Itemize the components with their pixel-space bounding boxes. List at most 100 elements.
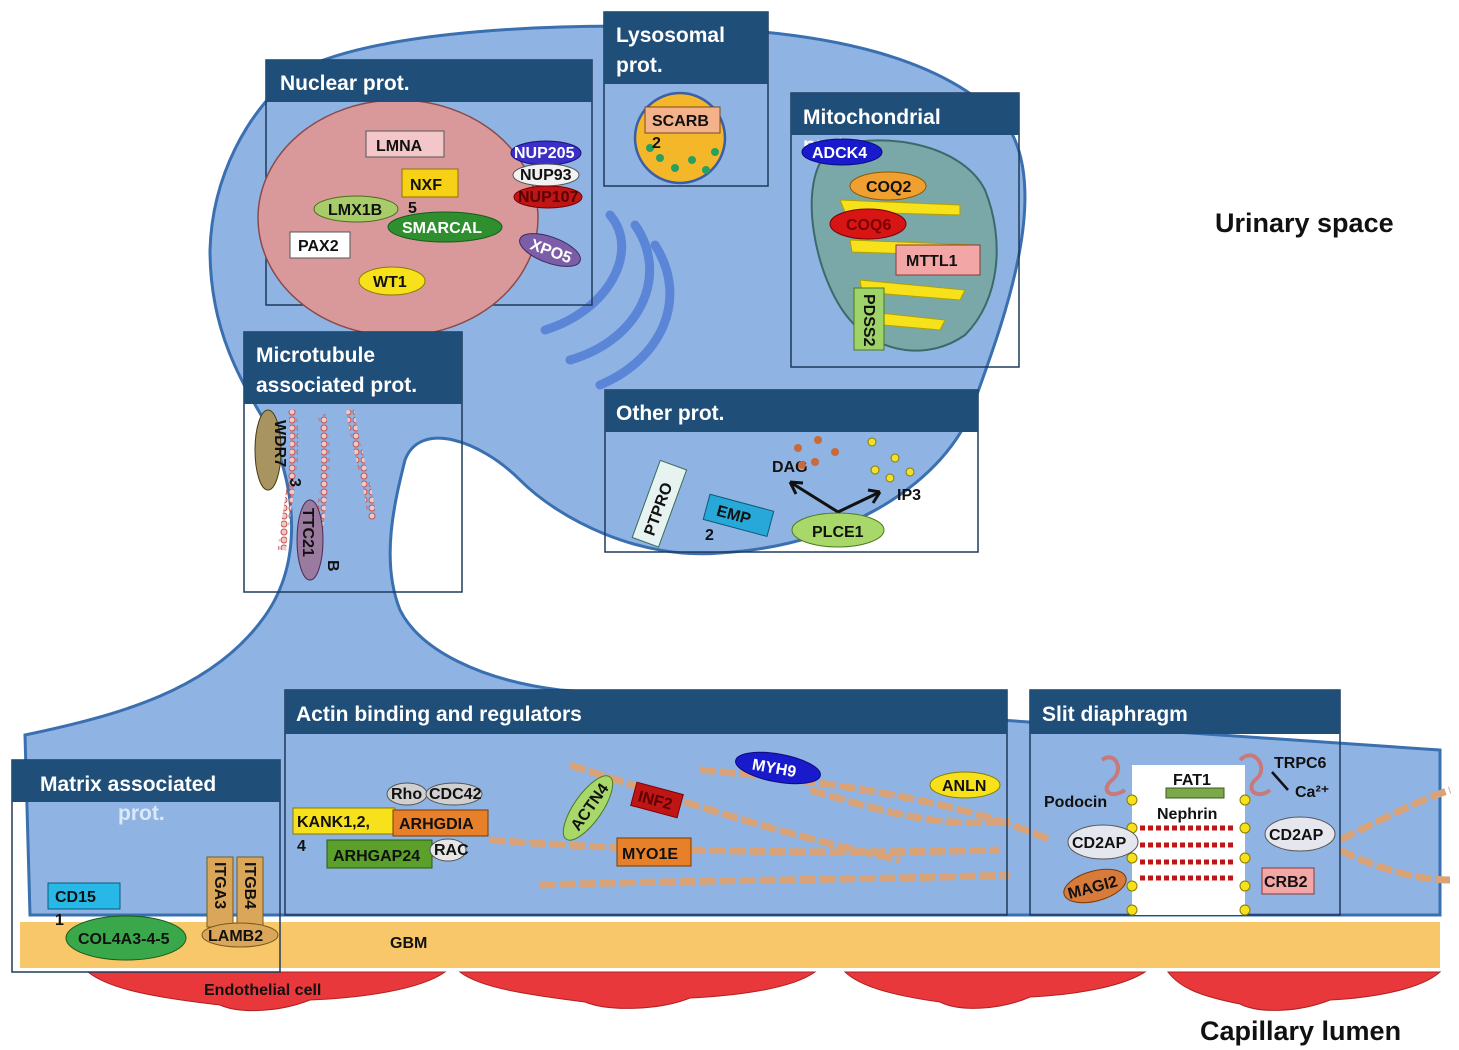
- adck4-protein: [801, 138, 883, 166]
- cd151-suffix: 1: [55, 912, 64, 929]
- pax2-label: PAX2: [298, 238, 339, 255]
- lmx1b-protein: [313, 195, 399, 223]
- urinary-space-label: Urinary space: [1215, 208, 1394, 238]
- wdr73-suffix: 3: [286, 478, 303, 487]
- arhgdia-label: ARHGDIA: [399, 816, 474, 833]
- nup107-label: NUP107: [518, 189, 579, 206]
- lamb2-label: LAMB2: [208, 928, 263, 945]
- slit-title: Slit diaphragm: [1042, 703, 1188, 726]
- myh9-protein: [735, 751, 821, 785]
- nuclear-header: [266, 60, 592, 102]
- other-header: [605, 390, 978, 432]
- lysosomal-title-1: Lysosomal: [616, 24, 725, 47]
- nup107-protein: [513, 185, 583, 209]
- smarcal-label: SMARCAL: [402, 220, 482, 237]
- itgb4-protein: [236, 856, 264, 928]
- cd2ap-left-label: CD2AP: [1072, 835, 1127, 852]
- endothelial-label: Endothelial cell: [204, 982, 321, 999]
- itga3-label: ITGA3: [211, 862, 228, 909]
- mttl1-label: MTTL1: [906, 253, 958, 270]
- ttc21b-label: TTC21: [299, 508, 316, 557]
- matrix-title-1: Matrix associated: [40, 773, 216, 796]
- gbm-label: GBM: [390, 935, 427, 952]
- cdc42-label: CDC42: [429, 786, 482, 803]
- crb2-protein: [1261, 867, 1315, 895]
- adck4-label: ADCK4: [812, 145, 867, 162]
- pdss2-protein: [853, 287, 885, 351]
- other-title: Other prot.: [616, 402, 725, 425]
- xpo5-protein: [519, 233, 581, 267]
- microtubule-title-2: associated prot.: [256, 374, 417, 397]
- emp2-protein: [702, 493, 775, 538]
- wt1-label: WT1: [373, 274, 407, 291]
- lmx1b-suffix: 5: [408, 200, 417, 217]
- gbm-band: [20, 922, 1440, 968]
- matrix-title-2: prot.: [118, 802, 165, 825]
- kank-suffix: 4: [297, 838, 306, 855]
- scarb2-protein: [644, 106, 721, 134]
- coq2-label: COQ2: [866, 179, 911, 196]
- coq6-label: COQ6: [846, 217, 891, 234]
- itga3-protein: [206, 856, 234, 928]
- myo1e-protein: [616, 837, 692, 867]
- col4a-label: COL4A3-4-5: [78, 931, 170, 948]
- arhgap24-protein: [326, 839, 433, 869]
- slit-header: [1030, 690, 1340, 734]
- wdr73-label: WDR7: [271, 420, 288, 467]
- lmna-label: LMNA: [376, 138, 423, 155]
- inf2-group: INF2: [630, 781, 684, 819]
- cd2ap-right-label: CD2AP: [1269, 827, 1324, 844]
- crb2-label: CRB2: [1264, 874, 1308, 891]
- kank-label: KANK1,2,: [297, 814, 370, 831]
- actin-title: Actin binding and regulators: [296, 703, 582, 726]
- actin-filaments: [489, 761, 1452, 889]
- endothelial-cell-1: [86, 971, 447, 1012]
- endothelial-cell-2: [458, 971, 817, 1009]
- smarcal-protein: [387, 211, 503, 243]
- coq2-protein: [849, 171, 927, 201]
- arhgap24-label: ARHGAP24: [333, 848, 420, 865]
- ip3-label: IP3: [897, 487, 921, 504]
- ttc21b-protein: [296, 499, 324, 581]
- nxf-label: NXF: [410, 177, 442, 194]
- cd151-protein: [47, 882, 121, 910]
- slit-lipid-dots: [1126, 794, 1251, 916]
- nuclear-title: Nuclear prot.: [280, 72, 410, 95]
- cd2ap-right-protein: [1264, 816, 1336, 852]
- cd2ap-left-protein: [1067, 824, 1139, 860]
- fat1-protein: [1165, 787, 1225, 799]
- nephrin-label: Nephrin: [1157, 806, 1217, 823]
- wdr73-protein: [254, 409, 282, 491]
- lmx1b-label: LMX1B: [328, 202, 382, 219]
- lysosome-granules: [646, 144, 719, 174]
- plce1-protein: [791, 512, 885, 548]
- anln-label: ANLN: [942, 778, 986, 795]
- microtubule-header: [244, 332, 462, 404]
- endothelial-cell-3: [843, 971, 1147, 1009]
- ip3-particles: [867, 437, 915, 483]
- rho-label: Rho: [391, 786, 422, 803]
- endothelial-cell-4: [1166, 971, 1442, 1011]
- trpc6-channels: [1100, 753, 1272, 797]
- matrix-header: [12, 760, 280, 802]
- wt1-protein: [358, 266, 426, 296]
- itgb4-label: ITGB4: [241, 862, 258, 909]
- col4a-protein: [65, 915, 187, 961]
- rac-label: RAC: [434, 842, 469, 859]
- pdss2-label: PDSS2: [860, 294, 877, 347]
- actin-header: [285, 690, 1007, 734]
- mitochondrial-title-1: Mitochondrial: [803, 106, 941, 129]
- calcium-arrow: [1271, 771, 1289, 791]
- dag-particles: [794, 436, 839, 469]
- plce1-label: PLCE1: [812, 524, 864, 541]
- lmna-protein: [365, 130, 445, 158]
- myo1e-label: MYO1E: [622, 846, 678, 863]
- pdss2-group: PDSS2: [853, 287, 885, 351]
- actn4-protein: [562, 775, 614, 841]
- anln-protein: [929, 771, 1001, 799]
- podocin-label: Podocin: [1044, 794, 1107, 811]
- emp2-suffix: 2: [705, 527, 714, 544]
- nxf-protein: [401, 168, 459, 198]
